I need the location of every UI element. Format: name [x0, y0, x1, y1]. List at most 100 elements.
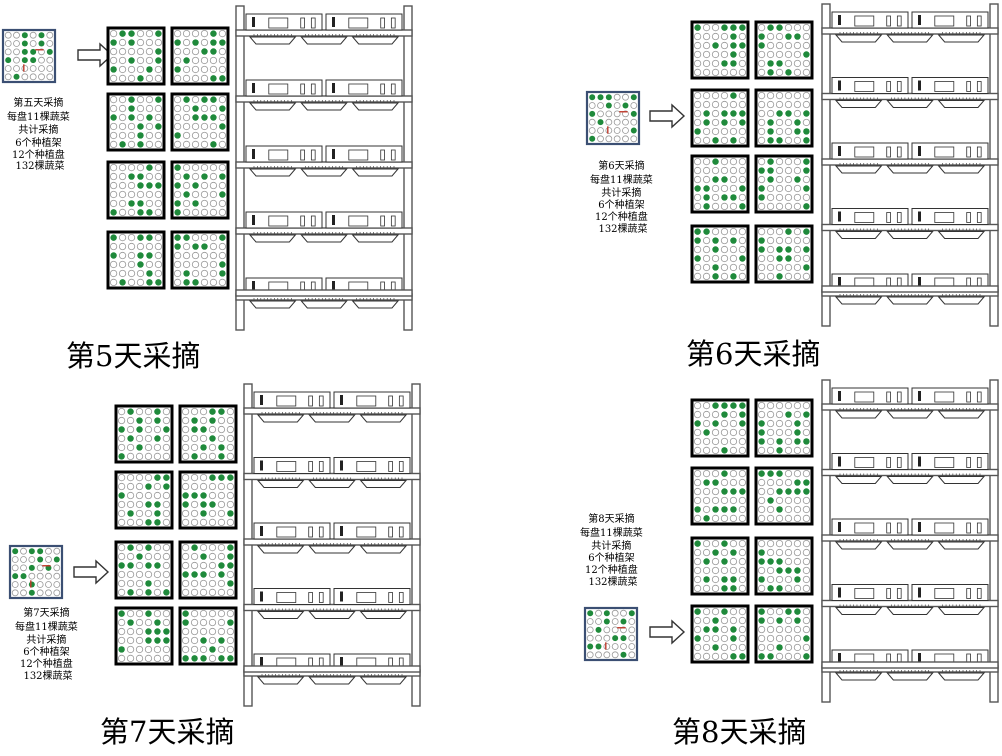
grow-lamp: [937, 296, 986, 305]
empty-hole: [757, 68, 766, 77]
grow-lamp: [300, 300, 348, 309]
empty-hole: [784, 557, 793, 566]
empty-hole: [208, 561, 217, 570]
empty-hole: [127, 140, 136, 149]
empty-hole: [109, 269, 118, 278]
empty-hole: [711, 428, 720, 437]
note-line: 12个种植盘: [12, 148, 65, 161]
empty-hole: [181, 636, 190, 645]
plant-dot: [803, 110, 810, 117]
empty-hole: [738, 136, 747, 145]
plant-dot: [174, 234, 181, 241]
plant-dot: [721, 447, 728, 454]
empty-hole: [720, 41, 729, 50]
plant-dot: [137, 141, 144, 148]
empty-hole: [218, 163, 227, 172]
plant-dot: [21, 40, 28, 47]
empty-hole: [4, 40, 12, 47]
plant-dot: [758, 420, 765, 427]
empty-hole: [118, 163, 127, 172]
tray-panel: [276, 461, 297, 472]
plant-dot: [730, 506, 737, 513]
empty-hole: [136, 163, 145, 172]
empty-hole: [154, 38, 163, 47]
empty-hole: [784, 419, 793, 428]
plant-dot: [174, 243, 181, 250]
empty-hole: [738, 505, 747, 514]
empty-hole: [200, 260, 209, 269]
empty-hole: [729, 410, 738, 419]
plant-dot: [137, 173, 144, 180]
empty-hole: [757, 272, 766, 281]
empty-hole: [191, 251, 200, 260]
tray-port: [918, 391, 921, 401]
grow-lamp: [256, 611, 305, 619]
empty-hole: [144, 509, 153, 518]
tray-slot: [300, 83, 305, 95]
empty-hole: [711, 584, 720, 593]
plant-dot: [776, 447, 783, 454]
tray-slot: [308, 461, 313, 472]
tray-card-frame: [690, 88, 750, 148]
empty-hole: [190, 579, 199, 588]
rack-shelf: [235, 95, 413, 103]
empty-hole: [784, 59, 793, 68]
empty-hole: [127, 163, 136, 172]
empty-hole: [29, 40, 37, 47]
plant-dot: [703, 479, 710, 486]
plant-dot: [785, 567, 792, 574]
empty-hole: [793, 100, 802, 109]
empty-hole: [162, 552, 171, 561]
empty-hole: [757, 227, 766, 236]
empty-hole: [145, 122, 154, 131]
tray-card-frame: [178, 404, 238, 464]
empty-hole: [729, 127, 738, 136]
empty-hole: [173, 140, 182, 149]
empty-hole: [711, 118, 720, 127]
empty-hole: [199, 588, 208, 597]
empty-hole: [775, 193, 784, 202]
plant-dot: [694, 228, 701, 235]
empty-hole: [757, 478, 766, 487]
plant-dot: [758, 185, 765, 192]
empty-hole: [720, 127, 729, 136]
plant-dot: [210, 114, 217, 121]
tray-slot: [398, 526, 404, 538]
empty-hole: [738, 175, 747, 184]
plant-dot: [128, 39, 135, 46]
tray-card: [106, 26, 166, 86]
empty-hole: [702, 59, 711, 68]
plant-dot: [721, 24, 728, 31]
grow-lamp: [256, 480, 305, 488]
empty-hole: [628, 618, 636, 625]
tray-port: [260, 526, 263, 536]
plant-dot: [794, 420, 801, 427]
plant-dot: [712, 479, 719, 486]
empty-hole: [802, 584, 811, 593]
planting-tray: [253, 522, 331, 540]
plant-dot: [776, 506, 783, 513]
empty-hole: [693, 548, 702, 557]
empty-hole: [711, 566, 720, 575]
empty-hole: [199, 609, 208, 618]
plant-dot: [163, 628, 170, 635]
tray-panel: [356, 526, 377, 538]
tray-slot: [388, 395, 393, 407]
empty-hole: [793, 193, 802, 202]
plant-dot: [785, 69, 792, 76]
grow-lamp: [886, 410, 934, 419]
empty-hole: [702, 437, 711, 446]
tray-panel: [356, 461, 377, 472]
empty-hole: [693, 446, 702, 455]
empty-hole: [597, 110, 604, 118]
empty-hole: [208, 609, 217, 618]
empty-hole: [154, 233, 163, 242]
rack-shelf: [821, 599, 999, 608]
empty-hole: [199, 482, 208, 491]
grow-lamp: [248, 168, 297, 177]
tray-slot: [310, 149, 316, 161]
empty-hole: [127, 65, 136, 74]
empty-hole: [117, 416, 126, 425]
plant-dot: [776, 567, 783, 574]
empty-hole: [775, 68, 784, 77]
